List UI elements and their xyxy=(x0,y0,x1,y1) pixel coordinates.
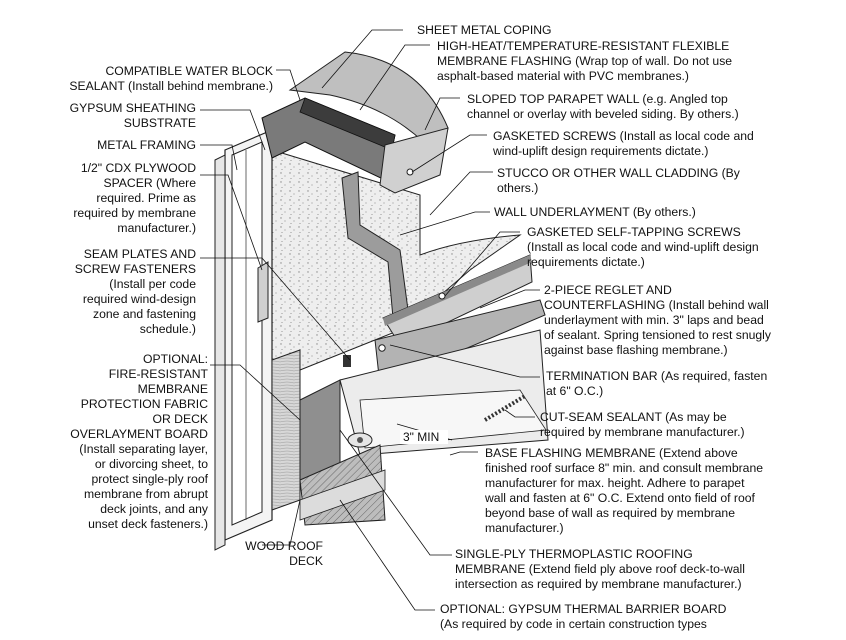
label-fire-resistant: OPTIONAL: FIRE-RESISTANT MEMBRANE PROTEC… xyxy=(70,352,208,531)
label-reglet: 2-PIECE REGLET AND COUNTERFLASHING (Inst… xyxy=(544,283,771,357)
label-single-ply: SINGLE-PLY THERMOPLASTIC ROOFING MEMBRAN… xyxy=(455,547,745,591)
label-sheet-metal-coping: SHEET METAL COPING xyxy=(417,23,552,37)
label-wall-underlayment: WALL UNDERLAYMENT (By others.) xyxy=(494,205,696,219)
label-gypsum-barrier: OPTIONAL: GYPSUM THERMAL BARRIER BOARD (… xyxy=(440,602,727,631)
label-cut-seam-sealant: CUT-SEAM SEALANT (As may be required by … xyxy=(540,410,745,439)
wood-roof-deck xyxy=(271,349,301,511)
label-stucco-cladding: STUCCO OR OTHER WALL CLADDING (By others… xyxy=(497,166,740,195)
label-sloped-parapet: SLOPED TOP PARAPET WALL (e.g. Angled top… xyxy=(467,92,739,121)
leader-lines xyxy=(200,29,540,611)
label-self-tapping-screws: GASKETED SELF-TAPPING SCREWS (Install as… xyxy=(527,225,759,269)
label-plywood-spacer: 1/2" CDX PLYWOOD SPACER (Where required.… xyxy=(73,161,196,235)
label-gypsum-sheathing: GYPSUM SHEATHING SUBSTRATE xyxy=(69,101,196,130)
parapet-wall-inner xyxy=(231,141,263,526)
coping-front-lip xyxy=(379,127,449,194)
label-water-block: COMPATIBLE WATER BLOCK SEALANT (Install … xyxy=(69,64,273,93)
label-seam-plates: SEAM PLATES AND SCREW FASTENERS (Install… xyxy=(74,247,196,336)
label-base-flashing: BASE FLASHING MEMBRANE (Extend above fin… xyxy=(485,446,764,535)
label-metal-framing: METAL FRAMING xyxy=(97,138,196,152)
label-gasketed-screws: GASKETED SCREWS (Install as local code a… xyxy=(493,129,754,158)
dimension-text: 3" MIN xyxy=(403,430,439,444)
label-high-heat-membrane: HIGH-HEAT/TEMPERATURE-RESISTANT FLEXIBLE… xyxy=(437,39,733,83)
label-termination-bar: TERMINATION BAR (As required, fasten at … xyxy=(546,369,768,398)
metal-framing-stud xyxy=(214,154,226,551)
plywood-spacer xyxy=(257,261,269,323)
label-wood-roof-deck: WOOD ROOF DECK xyxy=(245,539,323,568)
